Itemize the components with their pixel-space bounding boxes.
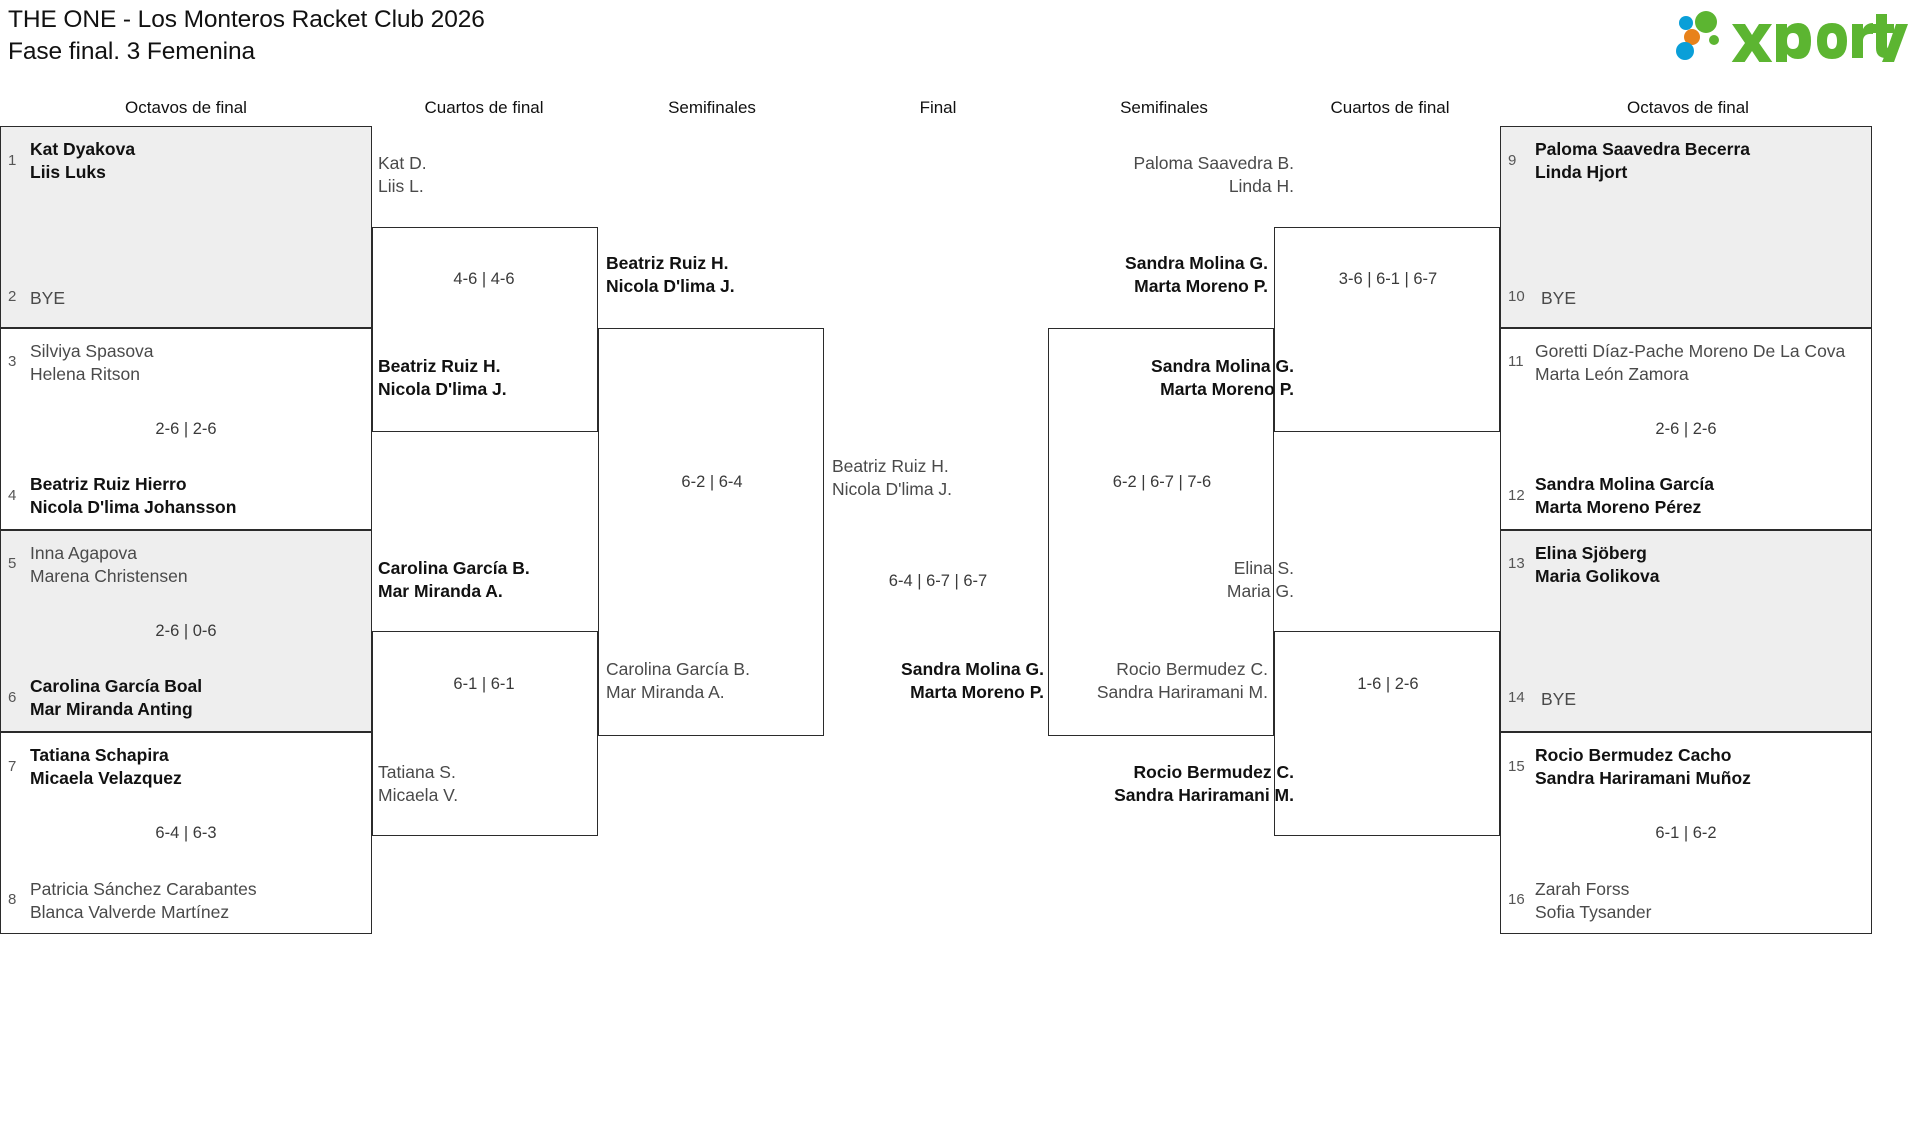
score-right-qf-1: 3-6 | 6-1 | 6-7 xyxy=(1338,270,1438,288)
match-box-left-r16-4[interactable] xyxy=(0,732,372,934)
match-box-right-sf[interactable] xyxy=(1048,328,1274,736)
team-left-r16-2-top: Silviya Spasova Helena Ritson xyxy=(30,341,154,384)
team-final-bottom: Sandra Molina G. Marta Moreno P. xyxy=(901,659,1044,702)
seed-number: 4 xyxy=(8,487,17,504)
match-box-right-qf-2[interactable] xyxy=(1274,631,1500,836)
round-header-right-sf: Semifinales xyxy=(1120,98,1208,117)
match-box-left-r16-2[interactable] xyxy=(0,328,372,530)
team-right-sf-top: Sandra Molina G. Marta Moreno P. xyxy=(1125,253,1268,296)
score-right-r16-4: 6-1 | 6-2 xyxy=(1655,824,1717,842)
round-header-left-r16: Octavos de final xyxy=(125,98,247,117)
team-left-sf-top: Beatriz Ruiz H. Nicola D'lima J. xyxy=(606,253,735,296)
team-right-r16-3-top: Elina Sjöberg Maria Golikova xyxy=(1535,543,1660,586)
match-box-right-r16-1[interactable] xyxy=(1500,126,1872,328)
seed-number: 5 xyxy=(8,555,17,572)
xporty-logo xyxy=(1670,8,1908,62)
seed-number: 15 xyxy=(1508,758,1525,775)
team-left-r16-4-top: Tatiana Schapira Micaela Velazquez xyxy=(30,745,182,788)
team-right-qf-2-top: Elina S. Maria G. xyxy=(1226,558,1294,601)
seed-number: 8 xyxy=(8,891,17,908)
team-left-r16-3-bottom: Carolina García Boal Mar Miranda Anting xyxy=(30,676,203,719)
team-left-r16-3-top: Inna Agapova Marena Christensen xyxy=(30,543,188,586)
team-right-sf-bottom: Rocio Bermudez C. Sandra Hariramani M. xyxy=(1096,659,1268,702)
match-box-left-r16-1[interactable] xyxy=(0,126,372,328)
round-header-left-sf: Semifinales xyxy=(668,98,756,117)
tournament-name: THE ONE - Los Monteros Racket Club 2026 xyxy=(8,6,485,33)
match-box-left-qf-2[interactable] xyxy=(372,631,598,836)
team-left-qf-2-bottom: Tatiana S. Micaela V. xyxy=(378,762,459,805)
team-right-r16-3-bottom: BYE xyxy=(1541,689,1577,709)
team-left-qf-1-top: Kat D. Liis L. xyxy=(378,153,427,196)
page-title: THE ONE - Los Monteros Racket Club 2026 … xyxy=(8,4,485,69)
seed-number: 12 xyxy=(1508,487,1525,504)
score-right-qf-2: 1-6 | 2-6 xyxy=(1357,675,1419,693)
seed-number: 6 xyxy=(8,689,17,706)
seed-number: 3 xyxy=(8,353,17,370)
team-right-qf-1-top: Paloma Saavedra B. Linda H. xyxy=(1133,153,1294,196)
match-box-right-r16-2[interactable] xyxy=(1500,328,1872,530)
match-box-right-r16-3[interactable] xyxy=(1500,530,1872,732)
match-box-left-sf[interactable] xyxy=(598,328,824,736)
team-right-r16-1-top-clip: Paloma Saavedra Becerra Linda Hjort xyxy=(1535,138,1871,192)
seed-number: 16 xyxy=(1508,891,1525,908)
seed-number: 1 xyxy=(8,152,17,169)
round-header-left-qf: Cuartos de final xyxy=(424,98,544,117)
team-right-r16-4-bottom: Zarah Forss Sofia Tysander xyxy=(1535,879,1652,922)
score-left-sf: 6-2 | 6-4 xyxy=(681,473,743,491)
team-left-qf-1-bottom: Beatriz Ruiz H. Nicola D'lima J. xyxy=(378,356,507,399)
round-header-right-r16: Octavos de final xyxy=(1627,98,1749,117)
team-right-r16-1-top: Paloma Saavedra Becerra Linda Hjort xyxy=(1535,139,1750,182)
match-box-left-qf-1[interactable] xyxy=(372,227,598,432)
team-right-r16-2-top: Goretti Díaz-Pache Moreno De La Cova Mar… xyxy=(1535,341,1846,384)
seed-number: 7 xyxy=(8,758,17,775)
team-left-r16-1-top: Kat Dyakova Liis Luks xyxy=(30,139,136,182)
round-header-final: Final xyxy=(919,98,957,117)
seed-number: 9 xyxy=(1508,152,1517,169)
seed-number: 14 xyxy=(1508,689,1525,706)
match-box-left-r16-3[interactable] xyxy=(0,530,372,732)
score-right-r16-2: 2-6 | 2-6 xyxy=(1655,420,1717,438)
team-left-r16-2-bottom: Beatriz Ruiz Hierro Nicola D'lima Johans… xyxy=(30,474,237,517)
tournament-phase: Fase final. 3 Femenina xyxy=(8,38,256,66)
match-box-right-qf-1[interactable] xyxy=(1274,227,1500,432)
score-left-r16-3: 2-6 | 0-6 xyxy=(155,622,217,640)
match-box-right-r16-4[interactable] xyxy=(1500,732,1872,934)
seed-number: 2 xyxy=(8,288,17,305)
team-right-r16-4-top: Rocio Bermudez Cacho Sandra Hariramani M… xyxy=(1535,745,1751,788)
score-left-r16-2: 2-6 | 2-6 xyxy=(155,420,217,438)
seed-number: 10 xyxy=(1508,288,1525,305)
team-right-qf-2-bottom: Rocio Bermudez C. Sandra Hariramani M. xyxy=(1114,762,1294,805)
team-left-sf-bottom: Carolina García B. Mar Miranda A. xyxy=(606,659,750,702)
round-header-right-qf: Cuartos de final xyxy=(1330,98,1450,117)
team-left-r16-4-bottom: Patricia Sánchez Carabantes Blanca Valve… xyxy=(30,879,257,922)
team-left-r16-1-bottom: BYE xyxy=(30,288,66,308)
score-left-qf-2: 6-1 | 6-1 xyxy=(453,675,515,693)
seed-number: 11 xyxy=(1508,353,1524,370)
score-left-r16-4: 6-4 | 6-3 xyxy=(155,824,217,842)
team-right-qf-1-bottom: Sandra Molina G. Marta Moreno P. xyxy=(1151,356,1294,399)
team-right-r16-2-bottom: Sandra Molina García Marta Moreno Pérez xyxy=(1535,474,1714,517)
seed-number: 13 xyxy=(1508,555,1525,572)
score-right-sf: 6-2 | 6-7 | 7-6 xyxy=(1112,473,1212,491)
team-right-r16-2-top-clip: Goretti Díaz-Pache Moreno De La Cova Mar… xyxy=(1535,340,1871,394)
score-left-qf-1: 4-6 | 4-6 xyxy=(453,270,515,288)
team-right-r16-1-bottom: BYE xyxy=(1541,288,1577,308)
team-final-top: Beatriz Ruiz H. Nicola D'lima J. xyxy=(832,456,953,499)
score-final: 6-4 | 6-7 | 6-7 xyxy=(888,572,988,590)
team-left-qf-2-top: Carolina García B. Mar Miranda A. xyxy=(378,558,530,601)
